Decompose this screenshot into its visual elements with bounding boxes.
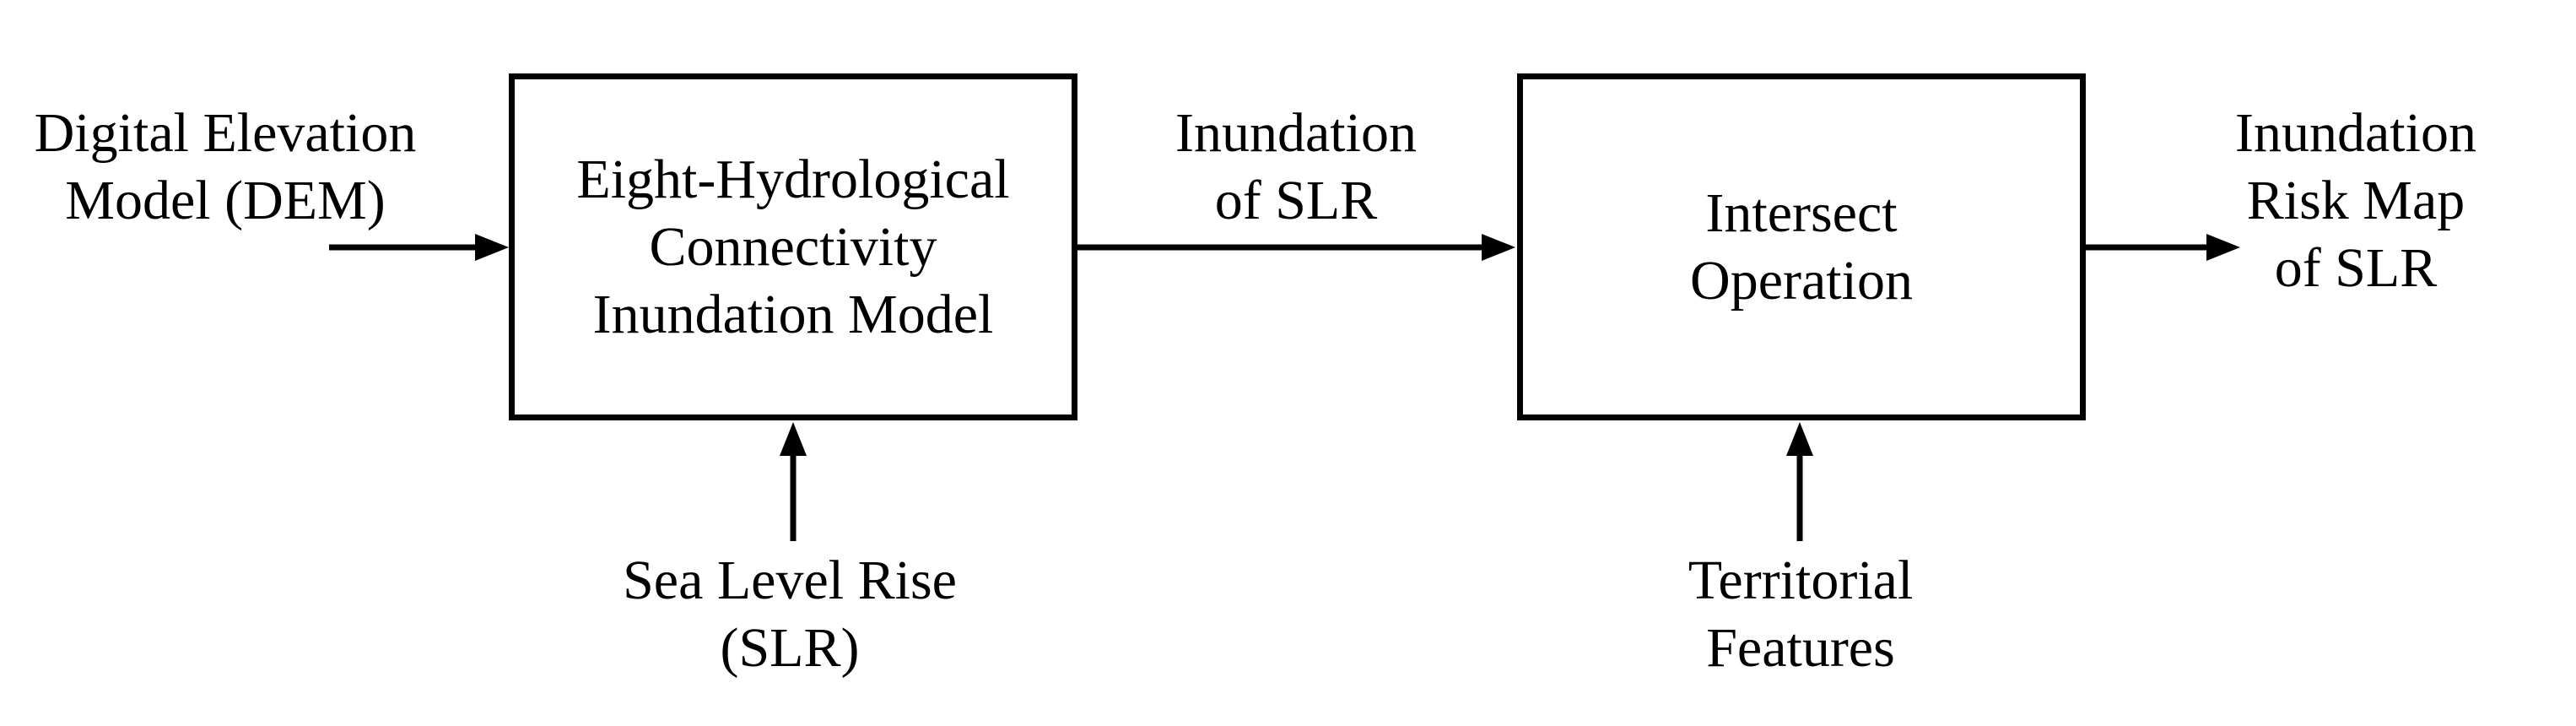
arrow-model-to-intersect-icon (1077, 234, 1515, 261)
input-label-sea-level-rise: Sea Level Rise (SLR) (623, 550, 957, 679)
arrow-intersect-to-riskmap-icon (2086, 234, 2240, 261)
process-box-intersect-operation-label: Intersect Operation (1690, 182, 1913, 312)
arrow-dem-to-model-icon (329, 234, 509, 261)
edge-label-inundation-of-slr: Inundation of SLR (1175, 102, 1417, 231)
input-label-dem: Digital Elevation Model (DEM) (34, 102, 417, 231)
process-box-inundation-model: Eight-Hydrological Connectivity Inundati… (509, 73, 1077, 420)
process-box-intersect-operation: Intersect Operation (1517, 73, 2086, 420)
input-label-territorial-features: Territorial Features (1688, 550, 1914, 679)
output-label-risk-map: Inundation Risk Map of SLR (2235, 102, 2476, 299)
arrow-slr-to-model-icon (780, 422, 807, 541)
process-box-inundation-model-label: Eight-Hydrological Connectivity Inundati… (576, 148, 1010, 345)
arrow-territorial-to-intersect-icon (1786, 422, 1813, 541)
